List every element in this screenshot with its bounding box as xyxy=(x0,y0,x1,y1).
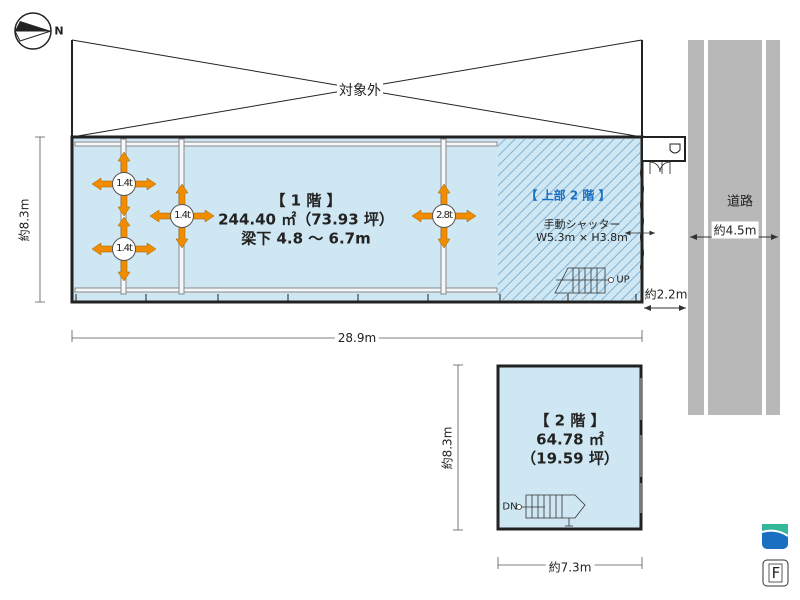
compass-north-label: N xyxy=(54,24,64,38)
toilet-room xyxy=(641,136,686,174)
out-of-scope-label: 対象外 xyxy=(337,80,383,100)
floor2-info: 【 2 階 】 64.78 ㎡ （19.59 坪） xyxy=(521,412,619,469)
floor1-area: 244.40 ㎡（73.93 坪） xyxy=(218,210,394,229)
column-markers xyxy=(75,294,637,302)
floor2-area xyxy=(496,364,643,531)
hoist-capacity: 1.4t xyxy=(112,172,136,196)
upper-floor-hatched-area xyxy=(498,139,640,300)
floor1-depth-dim: 約8.3m xyxy=(17,198,32,242)
company-logo-icon xyxy=(761,524,789,549)
stairs-down-label: DN xyxy=(502,501,518,513)
road-label: 道路 xyxy=(723,190,757,210)
road-width: 約4.5m xyxy=(711,221,759,239)
floor2-area: 64.78 ㎡ xyxy=(536,430,604,449)
stairs-up xyxy=(554,267,614,294)
floor2-tsubo: （19.59 坪） xyxy=(521,449,619,468)
stairs-down xyxy=(516,494,586,527)
floor1-title: 【 1 階 】 xyxy=(270,191,342,210)
file-icon xyxy=(762,559,789,587)
hoist-capacity: 1.4t xyxy=(170,204,194,228)
shutter-info: 手動シャッター W5.3m × H3.8m xyxy=(536,218,628,244)
floor2-title: 【 2 階 】 xyxy=(534,411,606,430)
shutter-name: 手動シャッター xyxy=(543,218,621,231)
upper-floor-title: 【 上部 2 階 】 xyxy=(525,188,611,203)
floor2-width-dim: 約7.3m xyxy=(545,558,595,576)
hoist-capacity: 2.8t xyxy=(432,204,456,228)
setback-dim: 約2.2m xyxy=(644,285,688,303)
floor1-clearance: 梁下 4.8 ～ 6.7m xyxy=(241,229,371,248)
hoist-capacity: 1.4t xyxy=(112,237,136,261)
floor1-info: 【 1 階 】 244.40 ㎡（73.93 坪） 梁下 4.8 ～ 6.7m xyxy=(218,192,394,249)
shutter-size: W5.3m × H3.8m xyxy=(536,231,628,244)
compass-icon xyxy=(14,12,52,50)
shutter-symbol xyxy=(640,164,644,272)
stairs-up-label: UP xyxy=(616,274,630,286)
floor2-depth-dim: 約8.3m xyxy=(440,426,455,470)
file-icon-letter: F xyxy=(771,564,781,582)
floor1-width-dim: 28.9m xyxy=(334,331,380,345)
